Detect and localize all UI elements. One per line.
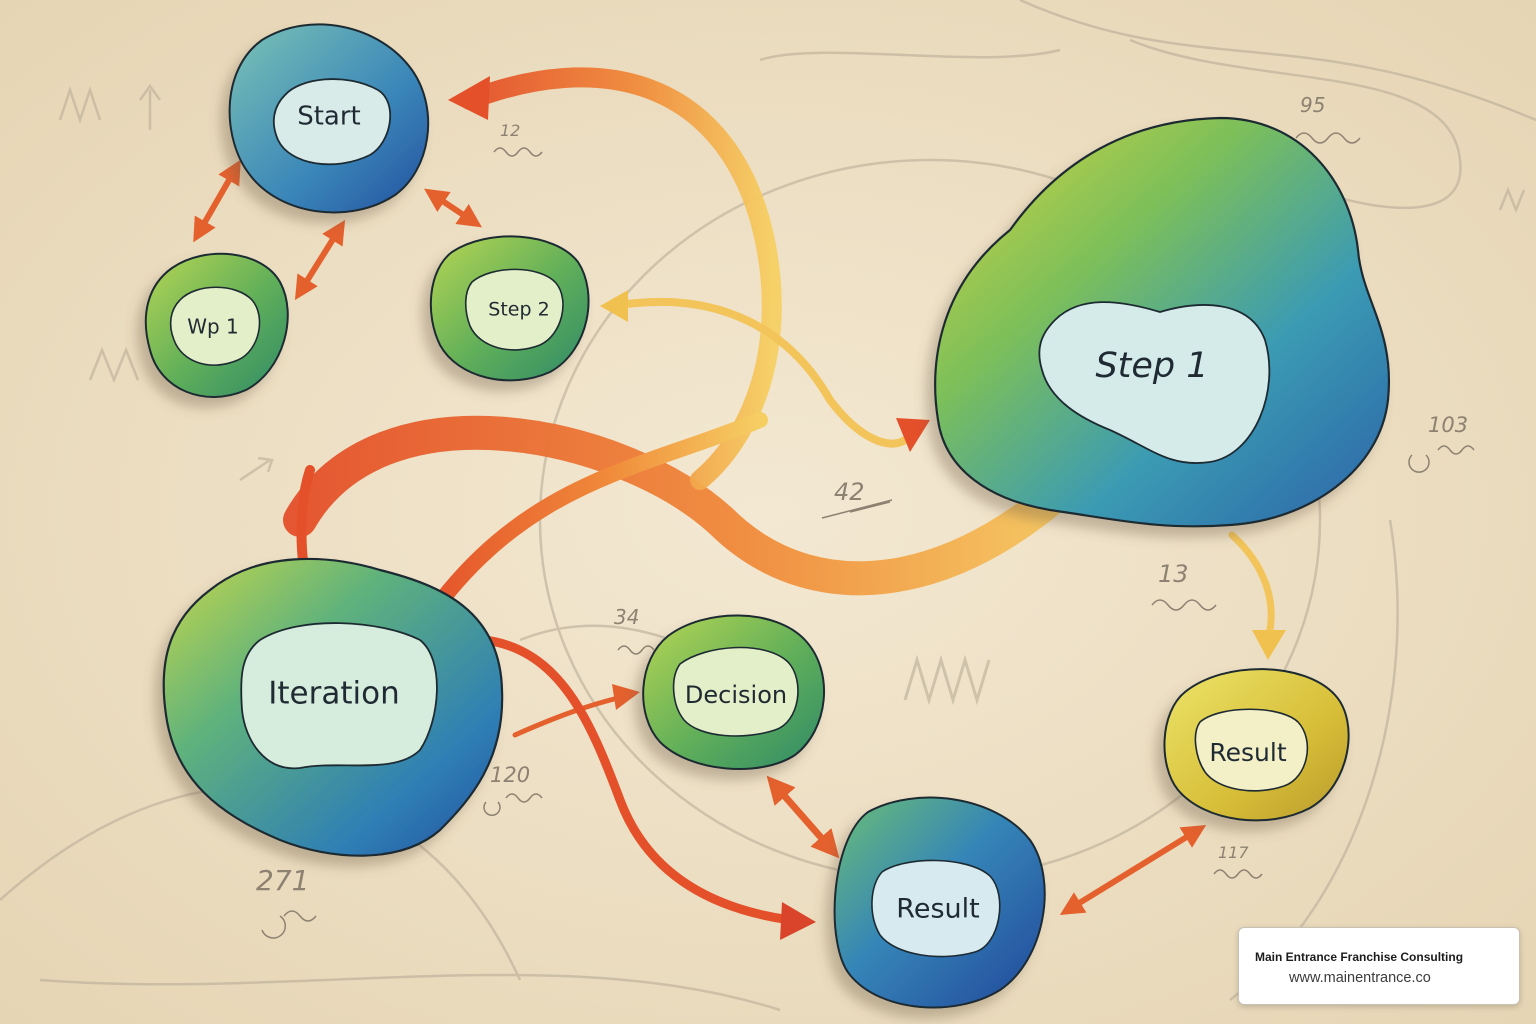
arrow-iteration-to-result [480,635,795,925]
scribble-117 [1213,869,1263,879]
credit-box: Main Entrance Franchise Consulting www.m… [1238,927,1520,1005]
arrow-start-wp1 [193,159,241,243]
arrowhead-start [448,76,490,120]
node-step2 [429,235,590,382]
annotation-117: 117 [1218,843,1249,862]
arrow-iteration-to-decision [512,695,621,738]
annotation-13: 13 [1158,560,1189,588]
arrowhead-decision [612,684,640,710]
annotation-103: 103 [1428,413,1468,437]
arrow-start-wp1-right [294,219,346,301]
arrowhead-result-yellow [1252,630,1286,660]
node-wp1-label: Wp 1 [187,315,239,339]
node-decision-label: Decision [685,681,787,709]
node-result-blue-label: Result [896,894,979,925]
scribble-271 [261,910,317,939]
scribble-34 [617,645,655,655]
scribble-95 [1295,132,1361,144]
annotation-95: 95 [1300,93,1325,117]
node-start-label: Start [297,102,361,132]
scribble-103 [1408,445,1475,473]
credit-company-name: Main Entrance Franchise Consulting [1255,950,1464,964]
arrow-to-step2 [616,297,909,448]
arrow-start-step2 [424,188,482,228]
scribble-120 [483,793,543,817]
credit-url: www.mainentrance.co [1289,970,1431,986]
node-result-yellow-label: Result [1209,738,1286,767]
node-step2-label: Step 2 [488,299,549,321]
arrow-result-result [1059,824,1207,916]
node-decision [642,614,826,770]
arrow-into-iteration-top [412,412,768,638]
annotation-120: 120 [490,763,530,787]
arrow-step1-to-result [1228,531,1275,634]
scribble-42 [821,499,893,519]
node-step1-label: Step 1 [1095,346,1208,386]
scribble-12 [493,147,543,157]
annotation-271: 271 [256,864,309,897]
annotation-42: 42 [834,478,865,506]
scribble-13 [1151,599,1217,611]
node-step1 [934,116,1391,528]
annotation-12: 12 [500,121,520,140]
node-result-blue [833,796,1046,1009]
arrowhead-result-blue [780,902,816,940]
arrow-to-start [460,67,782,490]
node-wp1 [144,252,289,398]
node-result-yellow [1163,668,1350,822]
node-iteration [162,557,504,857]
node-start [228,23,430,214]
arrowhead-step1-small [896,418,930,452]
node-iteration-label: Iteration [268,676,400,712]
arrow-iteration-to-step1 [283,415,1127,596]
arrow-decision-result [766,775,840,859]
annotation-34: 34 [614,605,639,629]
arrowhead-step2 [600,290,628,322]
